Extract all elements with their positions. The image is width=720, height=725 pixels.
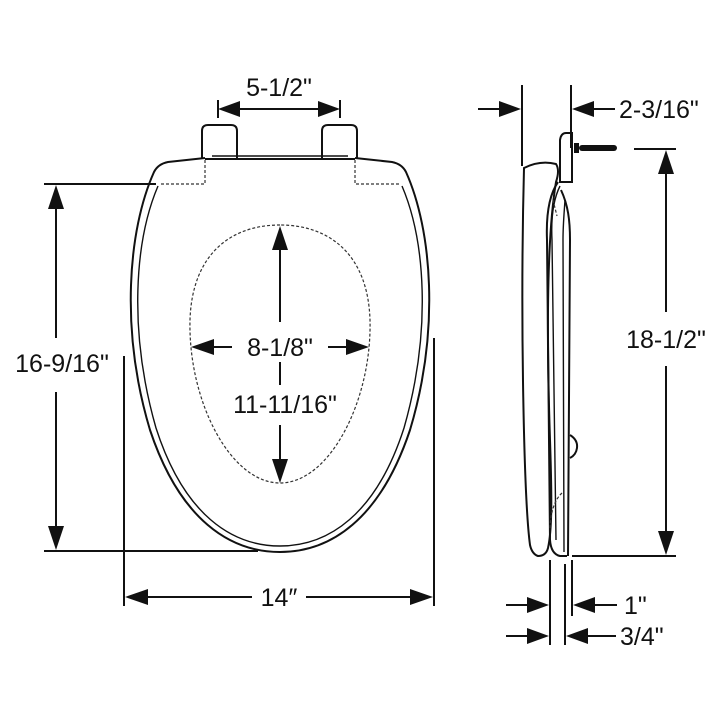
front-view: 5-1/2" 11-11/16: [15, 74, 435, 612]
hinge-depth-label: 2-3/16": [619, 96, 699, 124]
overall-length-dimension: 18-1/2": [572, 148, 706, 557]
overall-length-label: 18-1/2": [626, 326, 706, 354]
hinge-bracket: [559, 132, 617, 183]
hinge-right: [321, 124, 358, 158]
opening-length-dimension: 11-11/16": [233, 226, 337, 483]
overall-width-dimension: 14″: [123, 338, 435, 612]
hinge-spacing-dimension: 5-1/2": [217, 74, 341, 118]
lid-thickness-label: 1": [624, 592, 647, 620]
hinge-left: [201, 124, 238, 158]
seat-length-label: 16-9/16": [15, 350, 109, 378]
thickness-dimensions: 1" 3/4": [506, 560, 664, 651]
opening-length-label: 11-11/16": [233, 391, 337, 419]
seat-thickness-label: 3/4": [620, 623, 664, 651]
lid-profile: [521, 161, 559, 558]
seat-outline: [129, 155, 431, 554]
bolt-icon: [579, 145, 617, 151]
side-view: 2-3/16": [478, 85, 706, 651]
seat-opening: [189, 224, 371, 484]
hinge-spacing-label: 5-1/2": [246, 74, 312, 102]
bolt-nut: [574, 143, 579, 153]
seat-length-dimension: 16-9/16": [15, 183, 258, 552]
seat-profile: [545, 181, 579, 557]
overall-width-label: 14″: [261, 584, 298, 612]
opening-width-label: 8-1/8": [247, 334, 313, 362]
opening-width-dimension: 8-1/8": [191, 334, 369, 362]
